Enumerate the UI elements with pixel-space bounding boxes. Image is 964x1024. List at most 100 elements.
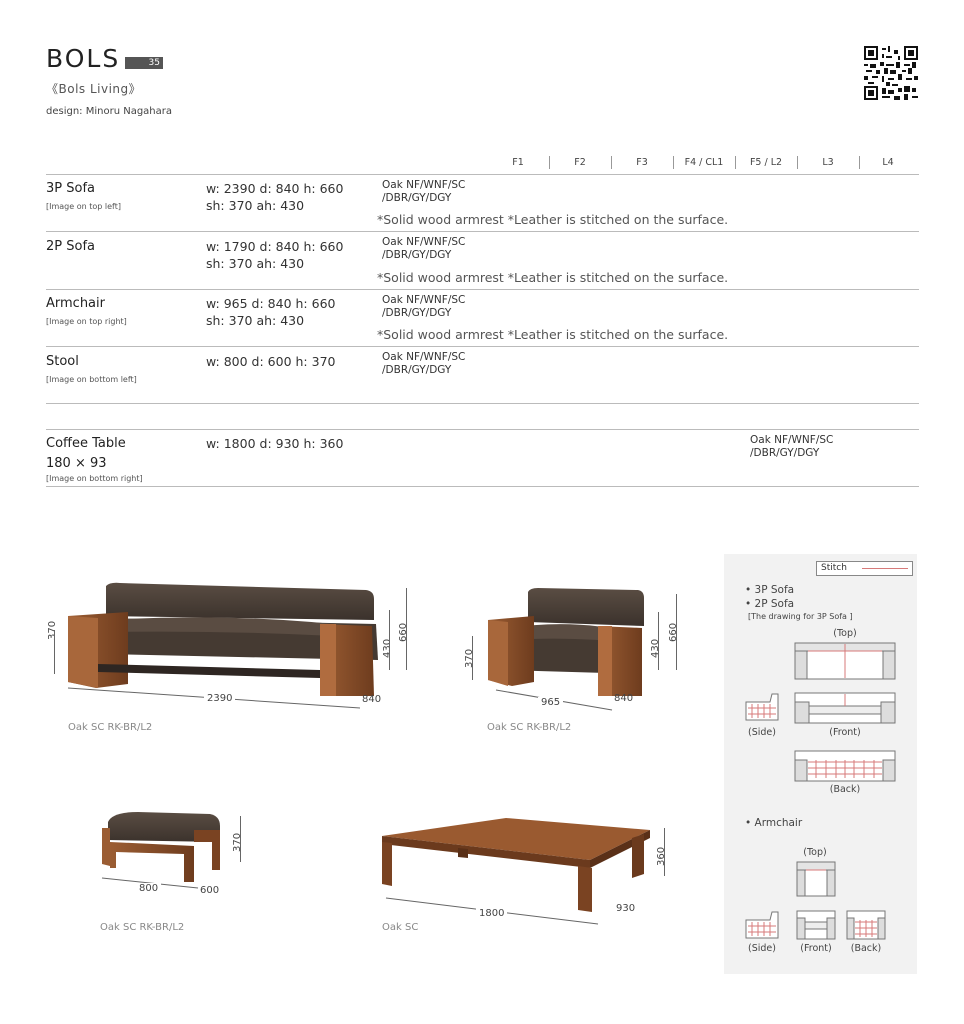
product-image-note: [Image on top left]: [46, 202, 121, 211]
designer-credit: design: Minoru Nagahara: [46, 106, 173, 117]
product-material-colors: /DBR/GY/DGY: [382, 249, 452, 261]
image-caption: Oak SC RK-BR/L2: [100, 922, 185, 933]
table-rule: [46, 429, 919, 430]
product-material: Oak NF/WNF/SC: [382, 351, 466, 363]
column-divider: [797, 156, 798, 169]
dim-width: 2390: [204, 693, 236, 704]
armchair-image: [488, 588, 644, 696]
image-caption: Oak SC RK-BR/L2: [68, 722, 153, 733]
table-rule: [46, 174, 919, 175]
stitch-section-title: • Armchair: [745, 817, 803, 829]
column-divider: [735, 156, 736, 169]
stitch-section-title: • 2P Sofa: [745, 598, 795, 610]
finish-col-f1: F1: [512, 157, 524, 168]
stitch-section-note: [The drawing for 3P Sofa ]: [748, 612, 853, 621]
dim-width: 1800: [476, 908, 508, 919]
product-dimensions: w: 2390 d: 840 h: 660: [206, 181, 344, 196]
finish-col-f4-cl1: F4 / CL1: [684, 157, 724, 168]
armchair-back-view: [846, 910, 886, 940]
dim-depth: 840: [614, 693, 634, 704]
product-dimensions-seat: sh: 370 ah: 430: [206, 313, 305, 328]
view-label-front: (Front): [800, 943, 832, 954]
dim-seat-height: 370: [464, 648, 475, 668]
finish-col-f3: F3: [636, 157, 648, 168]
product-dimensions: w: 1800 d: 930 h: 360: [206, 436, 344, 451]
stool-image: [102, 812, 220, 882]
stitch-section-title: • 3P Sofa: [745, 584, 795, 596]
armchair-top-view: [796, 861, 836, 897]
product-material-colors: /DBR/GY/DGY: [382, 307, 452, 319]
dim-arrow-line: [240, 816, 241, 862]
column-divider: [611, 156, 612, 169]
dim-arrow-line: [664, 828, 665, 876]
product-material-colors: /DBR/GY/DGY: [382, 192, 452, 204]
product-name: Coffee Table: [46, 436, 126, 451]
product-dimensions: w: 800 d: 600 h: 370: [206, 354, 336, 369]
finish-col-l4: L4: [882, 157, 894, 168]
product-material: Oak NF/WNF/SC: [382, 236, 466, 248]
dim-depth: 600: [200, 885, 220, 896]
page-number-badge: 35: [125, 57, 163, 69]
sofa-top-view: [794, 642, 896, 680]
product-material-colors: /DBR/GY/DGY: [382, 364, 452, 376]
product-size: 180 × 93: [46, 456, 107, 471]
stitch-legend-label: Stitch: [821, 563, 847, 573]
product-remarks: *Solid wood armrest *Leather is stitched…: [377, 327, 729, 342]
sofa-back-view: [794, 750, 896, 782]
sofa-front-view: [794, 692, 896, 724]
product-dimensions-seat: sh: 370 ah: 430: [206, 256, 305, 271]
product-remarks: *Solid wood armrest *Leather is stitched…: [377, 270, 729, 285]
finish-col-f5-l2: F5 / L2: [749, 157, 783, 168]
dim-arrow-line: [676, 594, 677, 670]
dim-seat-height: 370: [47, 620, 58, 640]
sofa-3p-image: [68, 582, 378, 696]
table-rule: [46, 231, 919, 232]
armchair-front-view: [796, 910, 836, 940]
finish-col-l3: L3: [822, 157, 834, 168]
page-title: BOLS: [46, 44, 121, 73]
product-dimensions: w: 1790 d: 840 h: 660: [206, 239, 344, 254]
table-rule: [46, 289, 919, 290]
dim-arrow-line: [658, 612, 659, 670]
dim-height: 660: [668, 622, 679, 642]
dim-depth: 840: [362, 694, 382, 705]
view-label-top: (Top): [803, 847, 827, 858]
product-dimensions-seat: sh: 370 ah: 430: [206, 198, 305, 213]
armchair-side-view: [745, 911, 779, 939]
product-name: Stool: [46, 354, 79, 369]
product-name: 2P Sofa: [46, 239, 95, 254]
product-name: Armchair: [46, 296, 105, 311]
dim-arm-height: 430: [382, 638, 393, 658]
view-label-back: (Back): [850, 943, 882, 954]
dim-depth: 930: [616, 903, 636, 914]
dim-height: 370: [232, 832, 243, 852]
table-rule: [46, 346, 919, 347]
product-image-note: [Image on top right]: [46, 317, 127, 326]
column-divider: [859, 156, 860, 169]
table-rule: [46, 403, 919, 404]
column-divider: [549, 156, 550, 169]
product-image-note: [Image on bottom left]: [46, 375, 137, 384]
view-label-front: (Front): [829, 727, 861, 738]
dim-arrow-line: [54, 630, 55, 674]
product-remarks: *Solid wood armrest *Leather is stitched…: [377, 212, 729, 227]
image-caption: Oak SC RK-BR/L2: [487, 722, 572, 733]
product-name: 3P Sofa: [46, 181, 95, 196]
dim-arrow-line: [406, 588, 407, 670]
dim-arrow-line: [389, 610, 390, 670]
finish-col-f2: F2: [574, 157, 586, 168]
qr-code-icon[interactable]: [864, 46, 918, 100]
view-label-side: (Side): [748, 943, 776, 954]
product-material: Oak NF/WNF/SC: [382, 179, 466, 191]
dim-arm-height: 430: [650, 638, 661, 658]
sofa-side-view: [745, 693, 779, 721]
dim-height: 360: [656, 846, 667, 866]
view-label-side: (Side): [748, 727, 776, 738]
dim-width: 965: [538, 697, 564, 708]
image-caption: Oak SC: [382, 922, 419, 933]
table-rule: [46, 486, 919, 487]
product-dimensions: w: 965 d: 840 h: 660: [206, 296, 336, 311]
dim-width: 800: [136, 883, 162, 894]
collection-subtitle: 《Bols Living》: [46, 82, 142, 96]
product-material-colors: /DBR/GY/DGY: [750, 447, 820, 459]
